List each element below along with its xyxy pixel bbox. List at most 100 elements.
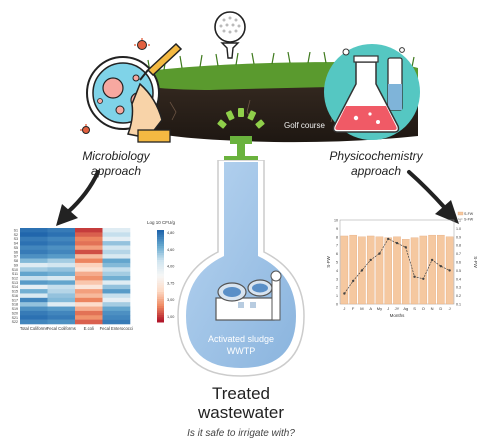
- colorbar-segment: [157, 271, 164, 275]
- safety-question: Is it safe to irrigate with?: [187, 428, 295, 439]
- golf-course-label: Golf course: [284, 121, 325, 130]
- heatmap-cell: [20, 289, 48, 294]
- colorbar-tick-label: 3,75: [167, 281, 174, 285]
- heatmap-cell: [47, 228, 76, 233]
- heatmap-row-label: S8: [14, 259, 18, 263]
- line-point: [413, 275, 416, 278]
- heatmap-cell: [75, 306, 103, 312]
- y-right-tick-label: 0.7: [456, 252, 461, 256]
- heatmap-row-label: S17: [12, 298, 18, 302]
- colorbar-segment: [157, 241, 164, 245]
- colorbar-segment: [157, 292, 164, 295]
- heatmap-cell: [75, 289, 103, 294]
- y-left-tick-label: 2: [336, 286, 338, 290]
- heatmap-cell: [75, 258, 103, 264]
- heatmap-row-label: S22: [12, 320, 18, 324]
- heatmap-cell: [75, 249, 103, 255]
- heatmap-cell: [102, 271, 131, 277]
- heatmap-cell: [75, 241, 103, 246]
- golf-ball-icon: [214, 11, 246, 59]
- colorbar-segment: [157, 239, 164, 242]
- heatmap-cell: [102, 236, 131, 242]
- y-right-tick-label: 0.6: [456, 261, 461, 265]
- heatmap-row-label: S16: [12, 294, 18, 298]
- bar: [366, 235, 375, 305]
- heatmap-cell: [47, 245, 76, 251]
- colorbar-tick-label: 1,00: [167, 315, 174, 319]
- colorbar-segment: [157, 230, 164, 233]
- colorbar-segment: [157, 305, 164, 309]
- colorbar-segment: [157, 246, 164, 249]
- y-right-tick-label: 1.0: [456, 227, 461, 231]
- colorbar-segment: [157, 248, 164, 252]
- colorbar-segment: [157, 257, 164, 261]
- line-point: [448, 269, 451, 272]
- heatmap-cell: [75, 319, 103, 325]
- colorbar-segment: [157, 278, 164, 282]
- arrow-to-heatmap-icon: [56, 170, 100, 226]
- heatmap-cell: [75, 297, 103, 303]
- heatmap-cell: [75, 228, 103, 233]
- heatmap-cell: [102, 254, 131, 259]
- heatmap-row-label: S5: [14, 246, 18, 250]
- line-point: [378, 252, 381, 255]
- heatmap-row-label: S18: [12, 303, 18, 307]
- heatmap-cell: [102, 276, 131, 281]
- microbiology-label: Microbiology approach: [82, 149, 150, 178]
- x-tick-label: D: [439, 306, 442, 311]
- heatmap-cell: [102, 297, 131, 303]
- x-tick-label: My: [377, 306, 382, 311]
- x-tick-label: J: [449, 306, 451, 311]
- wwtp-plant-icon: [215, 270, 282, 321]
- sprinkler-icon: [217, 108, 265, 164]
- treated-line1: Treated: [212, 384, 270, 403]
- heatmap-cell: [20, 284, 48, 290]
- colorbar-segment: [157, 312, 164, 316]
- colorbar-segment: [157, 319, 164, 323]
- bar: [384, 237, 392, 305]
- bar: [349, 234, 357, 305]
- heatmap-cell: [20, 276, 48, 281]
- heatmap-row-label: S3: [14, 237, 18, 241]
- colorbar-tick-label: 4,80: [167, 231, 174, 235]
- petri-dish-icon: [80, 38, 183, 143]
- heatmap-cell: [47, 293, 76, 299]
- heatmap-cell: [20, 249, 48, 255]
- heatmap-cell: [102, 306, 131, 312]
- heatmap-row-label: S1: [14, 228, 18, 232]
- heatmap-cell: [47, 254, 76, 259]
- colorbar-segment: [157, 243, 164, 247]
- heatmap-row-label: S20: [12, 311, 18, 315]
- colorbar-tick-label: 3,00: [167, 298, 174, 302]
- colorbar-tick-label: 4,60: [167, 248, 174, 252]
- line-point: [439, 265, 443, 268]
- heatmap-row-label: S19: [12, 307, 18, 311]
- colorbar-segment: [157, 273, 164, 277]
- bar: [402, 239, 410, 305]
- bar: [393, 236, 401, 305]
- bar: [437, 234, 445, 305]
- colorbar-segment: [157, 289, 164, 293]
- heatmap-cell: [47, 271, 76, 277]
- x-tick-label: JY: [395, 306, 400, 311]
- heatmap-cell: [102, 310, 131, 316]
- heatmap-cell: [47, 280, 76, 286]
- heatmap-cell: [102, 315, 131, 320]
- colorbar-segment: [157, 269, 164, 272]
- y-left-tick-label: 5: [336, 261, 338, 265]
- heatmap-cell: [75, 293, 103, 299]
- y-left-tick-label: 9: [336, 227, 338, 231]
- line-point: [422, 277, 425, 280]
- x-tick-label: O: [422, 306, 425, 311]
- bar: [340, 235, 349, 305]
- heatmap-row-label: S10: [12, 268, 18, 272]
- heatmap-cell: [20, 258, 48, 264]
- x-tick-label: Ag: [403, 306, 408, 311]
- heatmap-cell: [75, 284, 103, 290]
- colorbar-segment: [157, 294, 164, 298]
- colorbar-segment: [157, 262, 164, 265]
- y-left-tick-label: 8: [336, 235, 338, 239]
- bar: [410, 237, 419, 305]
- heatmap-cell: [47, 284, 76, 290]
